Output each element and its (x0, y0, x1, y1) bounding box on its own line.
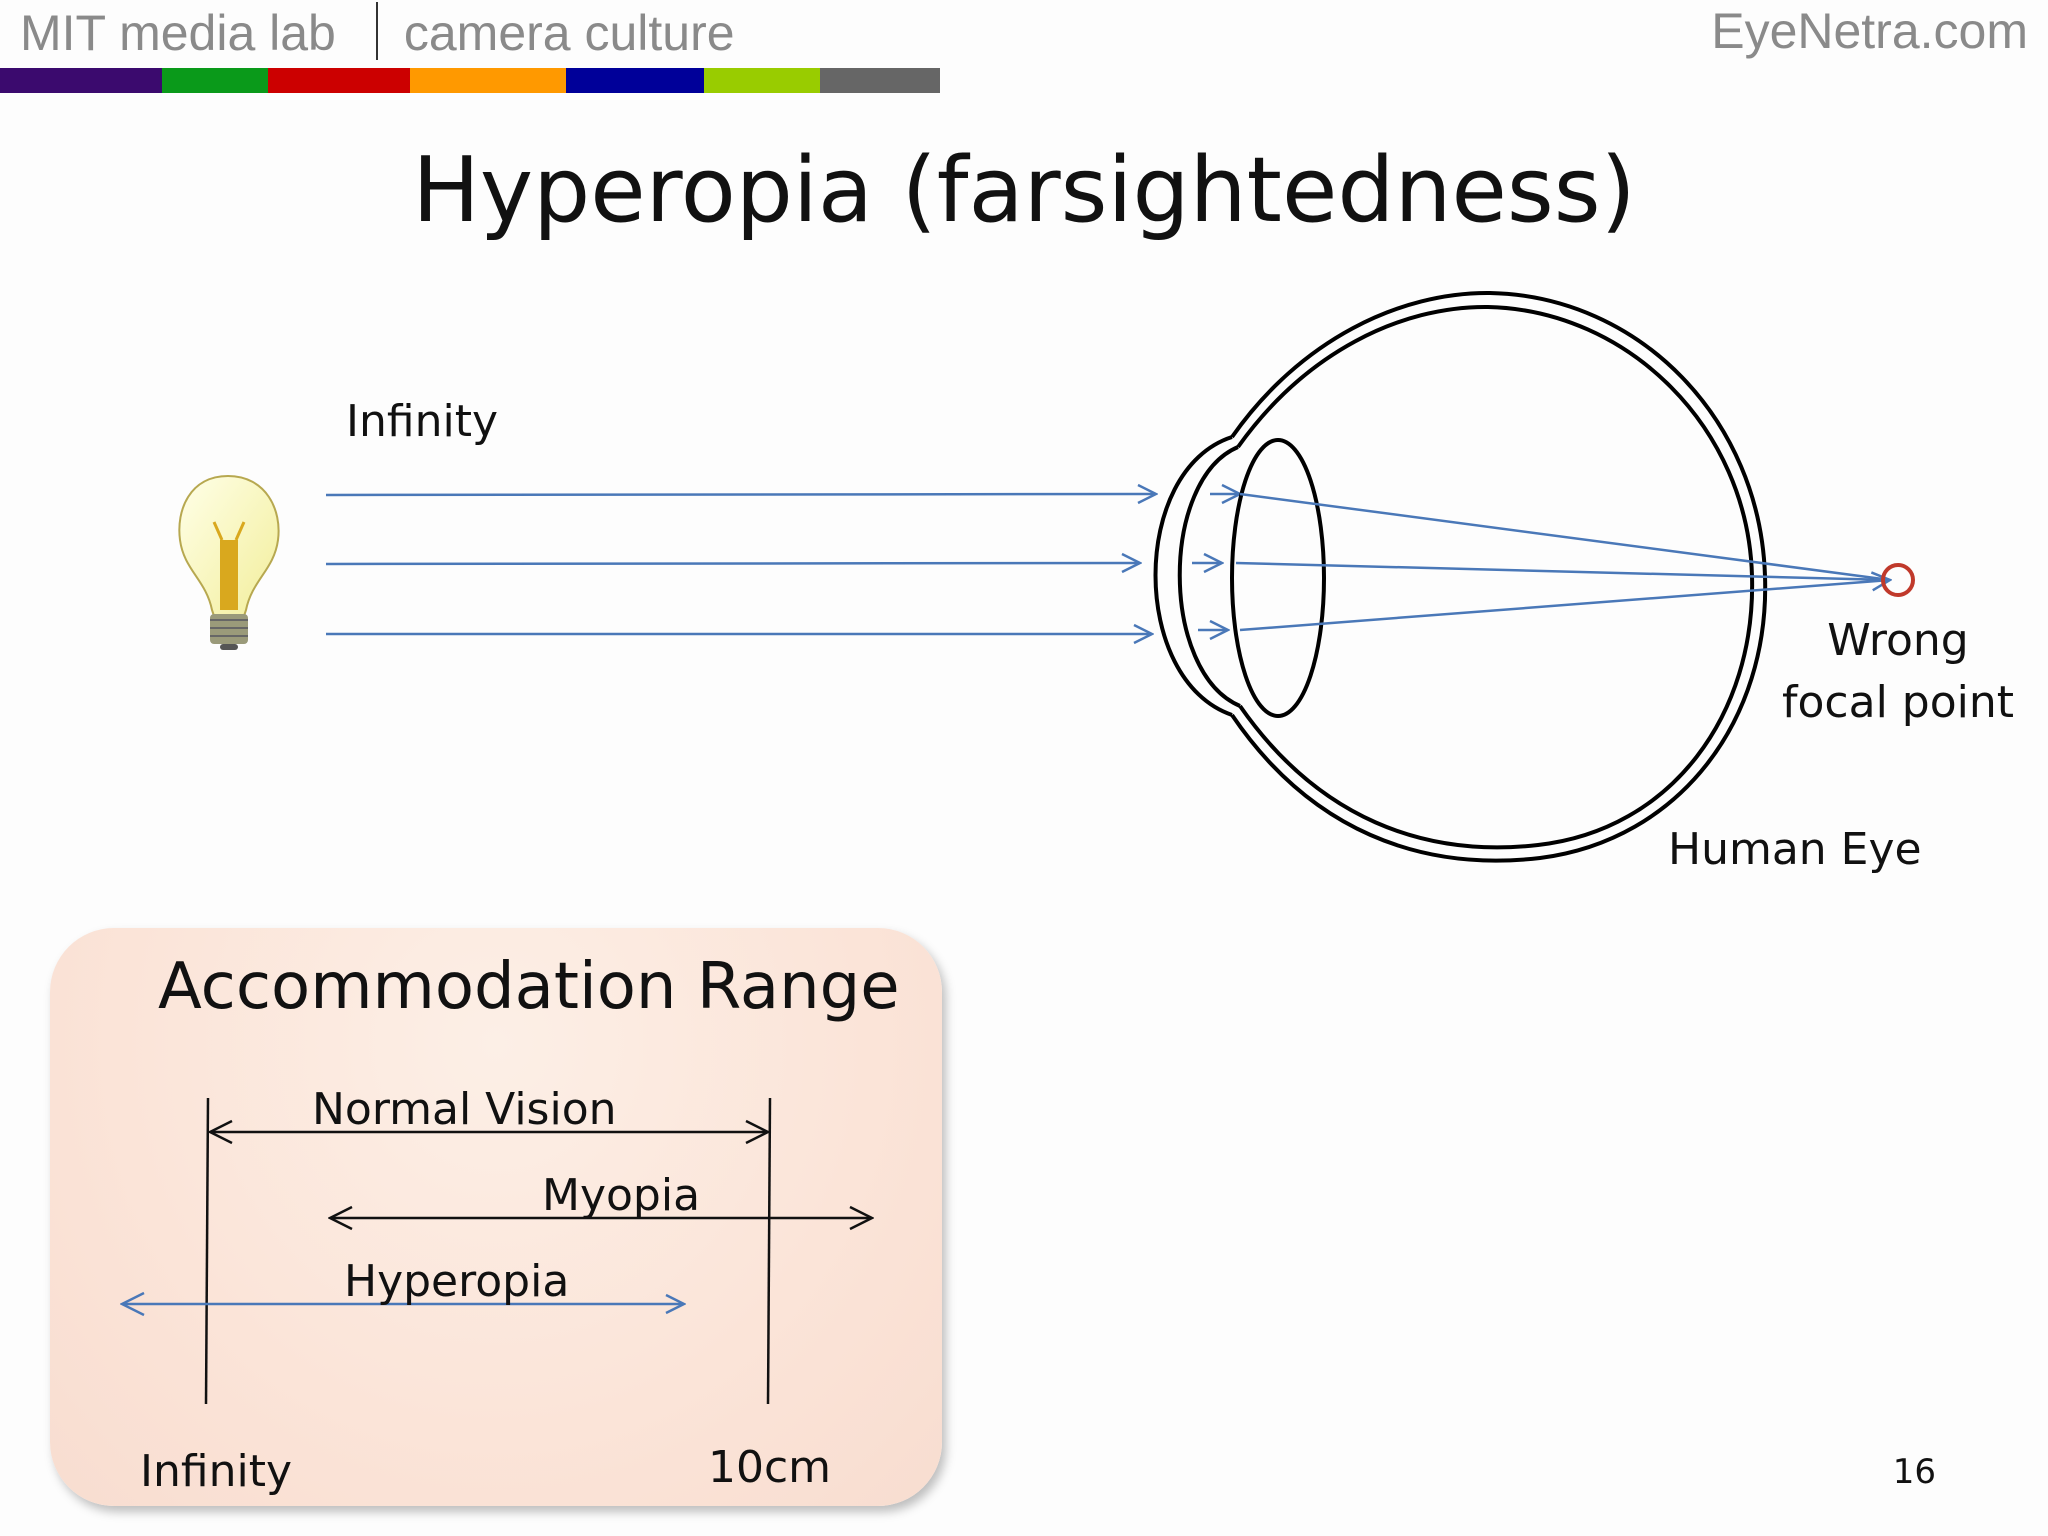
color-segment (0, 68, 162, 93)
page-number: 16 (1892, 1452, 1936, 1492)
group-name: camera culture (403, 5, 735, 61)
eye-outline (1153, 290, 1768, 863)
ray-middle (325, 563, 1140, 564)
eye-lens (1230, 438, 1326, 718)
infinity-source-label: Infinity (346, 396, 498, 447)
color-segment (410, 68, 566, 93)
accommodation-title: Accommodation Range (158, 950, 900, 1024)
color-segment (268, 68, 410, 93)
infinity-marker-line (204, 1097, 210, 1405)
hyperopia-label: Hyperopia (344, 1256, 570, 1307)
color-segment (566, 68, 704, 93)
myopia-label: Myopia (542, 1170, 701, 1221)
color-segment (704, 68, 820, 93)
lab-name: MIT media lab (20, 5, 336, 61)
site-url: EyeNetra.com (1711, 3, 2028, 59)
normal-vision-label: Normal Vision (312, 1084, 617, 1135)
header-left: MIT media lab camera culture (20, 2, 735, 62)
human-eye-label: Human Eye (1668, 824, 1922, 875)
color-segment (820, 68, 940, 93)
slide-header: MIT media lab camera culture EyeNetra.com (0, 0, 2048, 96)
color-bar (0, 68, 940, 93)
refracted-ray (1239, 580, 1890, 632)
refracted-ray (1239, 492, 1891, 582)
wrong-focal-line2: focal point (1782, 677, 2014, 728)
10cm-axis-label: 10cm (708, 1442, 832, 1493)
light-bulb-icon (178, 474, 280, 650)
wrong-focal-label: Wrong focal point (1782, 610, 2014, 734)
wrong-focal-line1: Wrong (1827, 615, 1969, 666)
ray-top (325, 494, 1156, 495)
header-divider (375, 2, 378, 60)
10cm-marker-line (766, 1097, 772, 1405)
infinity-axis-label: Infinity (140, 1446, 292, 1497)
color-segment (162, 68, 268, 93)
refracted-ray (1235, 561, 1891, 582)
focal-point-marker (1881, 563, 1915, 597)
slide-title: Hyperopia (farsightedness) (412, 138, 1636, 243)
